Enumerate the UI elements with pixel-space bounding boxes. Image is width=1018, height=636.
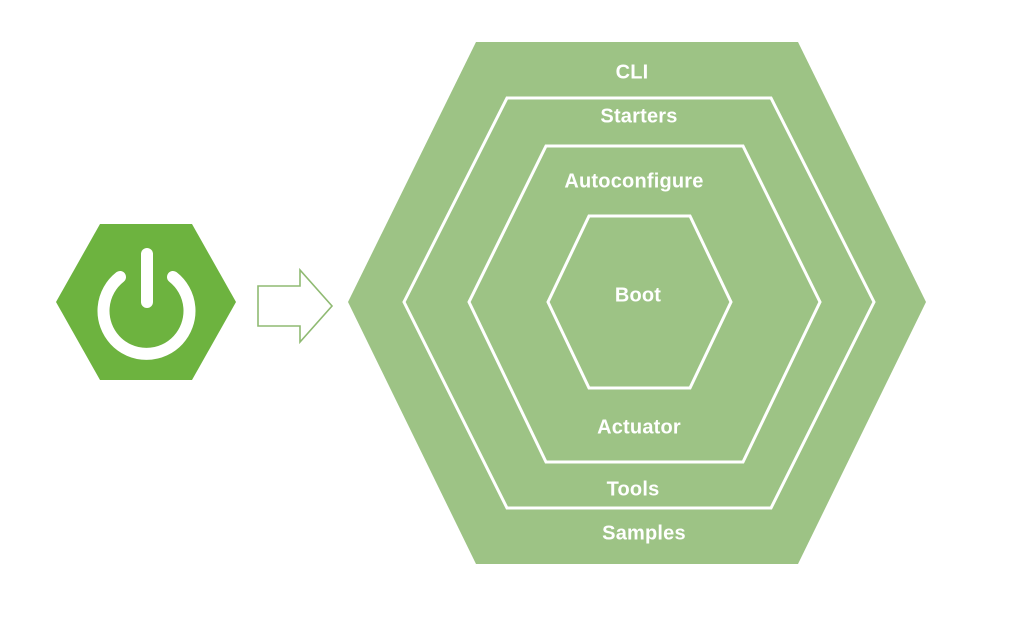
right-arrow-icon (257, 267, 334, 345)
spring-power-logo-icon (56, 224, 236, 380)
outer-hexagon (348, 42, 926, 564)
power-ring (97, 271, 196, 360)
label-tools: Tools (606, 478, 660, 501)
label-cli: CLI (615, 61, 649, 84)
layer-hexagon-starters (402, 96, 876, 510)
layer-hexagon-boot (546, 214, 733, 390)
label-boot: Boot (614, 284, 662, 307)
label-autoconfigure: Autoconfigure (564, 170, 704, 193)
label-actuator: Actuator (597, 416, 681, 439)
label-samples: Samples (602, 522, 686, 545)
layer-hexagon-autoconfigure (467, 144, 822, 464)
label-starters: Starters (600, 105, 678, 128)
